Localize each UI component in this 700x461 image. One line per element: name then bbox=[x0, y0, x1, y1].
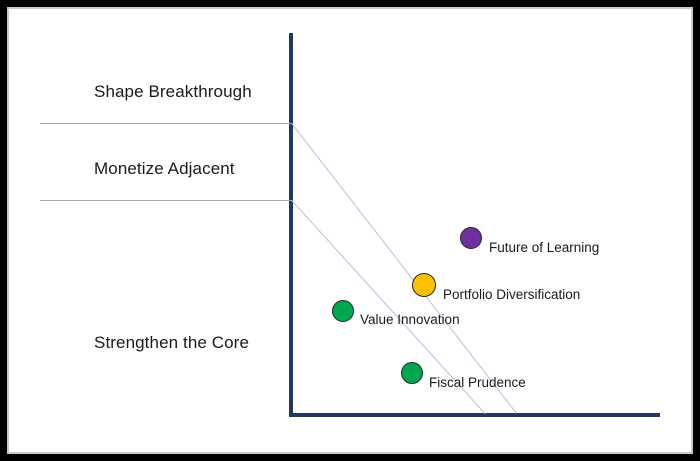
band-label-monetize-adjacent: Monetize Adjacent bbox=[94, 159, 235, 178]
bubble-label: Portfolio Diversification bbox=[443, 287, 581, 302]
bubble-marker[interactable] bbox=[401, 362, 423, 384]
band-label-strengthen-the-core: Strengthen the Core bbox=[94, 333, 249, 352]
chart-canvas: Shape Breakthrough Monetize Adjacent Str… bbox=[9, 9, 691, 452]
bubble-marker[interactable] bbox=[332, 300, 354, 322]
band-label-shape-breakthrough: Shape Breakthrough bbox=[94, 82, 252, 101]
bubble-marker[interactable] bbox=[412, 273, 436, 297]
bubble-marker[interactable] bbox=[460, 227, 482, 249]
band-divider-lower bbox=[40, 200, 292, 201]
y-axis bbox=[289, 33, 293, 417]
band-divider-upper bbox=[40, 123, 292, 124]
x-axis bbox=[289, 413, 660, 417]
bubble-label: Value Innovation bbox=[360, 312, 460, 327]
bubble-label: Fiscal Prudence bbox=[429, 375, 526, 390]
bubble-label: Future of Learning bbox=[489, 240, 600, 255]
